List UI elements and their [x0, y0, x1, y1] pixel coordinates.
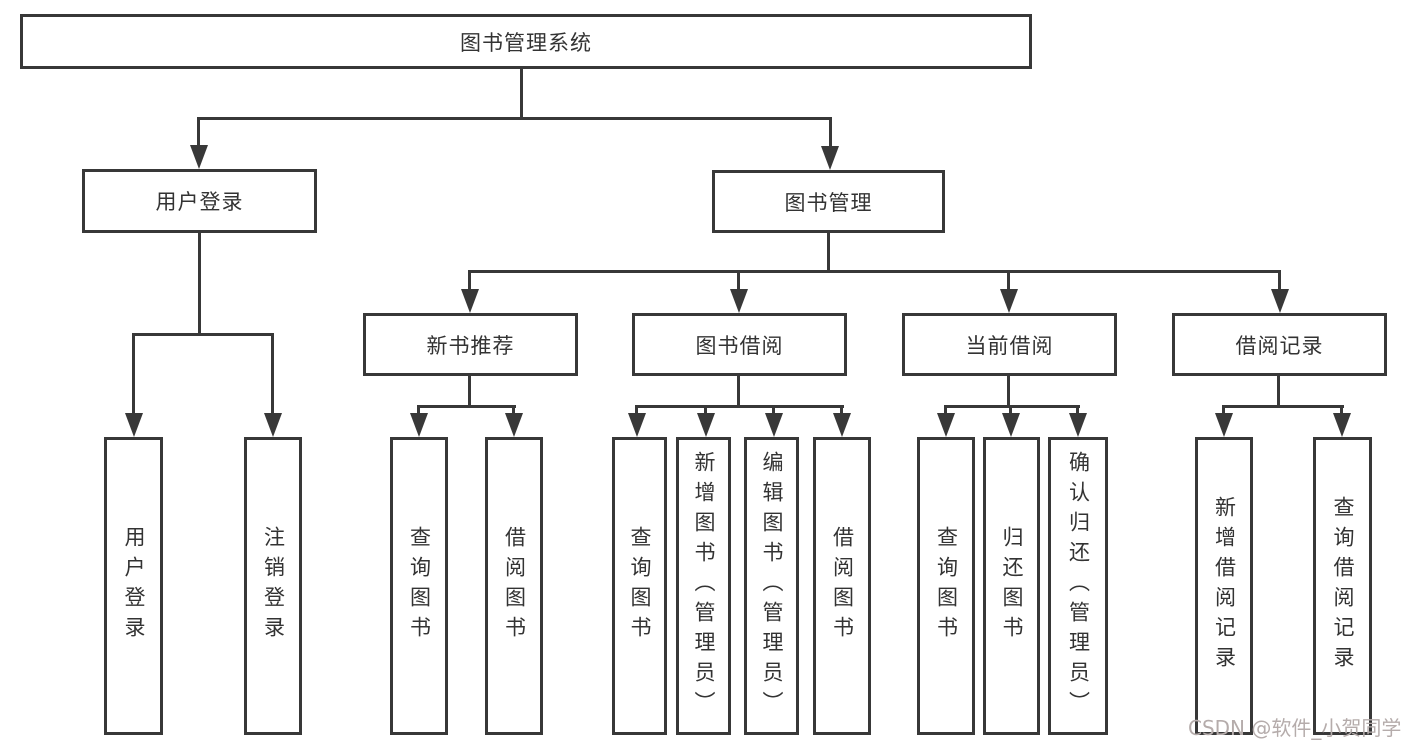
connector-line	[1007, 376, 1010, 407]
node-new-book-recommendation: 新书推荐	[363, 313, 578, 376]
leaf-label: 用户登录	[122, 526, 146, 646]
connector-line	[271, 333, 274, 415]
leaf-label: 注销登录	[261, 526, 286, 646]
arrow-down-icon	[765, 413, 783, 437]
connector-line	[520, 68, 523, 118]
connector-line	[417, 405, 516, 408]
connector-line	[1009, 405, 1012, 419]
leaf-current-confirm-return-admin: 确认归还（管理员）	[1048, 437, 1108, 735]
connector-line	[840, 405, 843, 419]
connector-line	[417, 405, 420, 419]
connector-line	[1340, 405, 1343, 419]
leaf-label: 归还图书	[1000, 526, 1024, 646]
node-label: 当前借阅	[965, 333, 1054, 358]
node-current-borrowing: 当前借阅	[902, 313, 1117, 376]
leaf-label: 借阅图书	[830, 526, 855, 646]
leaf-label: 查询图书	[407, 526, 432, 646]
leaf-label: 查询借阅记录	[1331, 496, 1355, 676]
connector-line	[635, 405, 638, 419]
csdn-watermark: CSDN @软件_小贺同学	[1188, 716, 1402, 740]
node-user-login: 用户登录	[82, 169, 317, 233]
arrow-down-icon	[1002, 413, 1020, 437]
connector-line	[635, 405, 844, 408]
connector-line	[737, 376, 740, 407]
connector-line	[197, 117, 832, 120]
node-book-management: 图书管理	[712, 170, 945, 233]
arrow-down-icon	[628, 413, 646, 437]
node-label: 图书借阅	[695, 333, 784, 358]
connector-line	[944, 405, 1080, 408]
connector-line	[468, 376, 471, 407]
node-label: 借阅记录	[1235, 333, 1324, 358]
arrow-down-icon	[1333, 413, 1351, 437]
arrow-down-icon	[190, 145, 208, 169]
arrow-down-icon	[410, 413, 428, 437]
connector-line	[944, 405, 947, 419]
connector-line	[512, 405, 515, 419]
leaf-borrow-edit-books-admin: 编辑图书（管理员）	[744, 437, 799, 735]
connector-line	[1222, 405, 1344, 408]
connector-line	[827, 233, 830, 272]
leaf-borrow-add-books-admin: 新增图书（管理员）	[676, 437, 731, 735]
node-book-borrowing: 图书借阅	[632, 313, 847, 376]
leaf-borrow-borrow-books: 借阅图书	[813, 437, 871, 735]
node-library-management-system: 图书管理系统	[20, 14, 1032, 69]
node-label: 用户登录	[155, 190, 244, 214]
arrow-down-icon	[697, 413, 715, 437]
connector-line	[772, 405, 775, 419]
arrow-down-icon	[937, 413, 955, 437]
connector-line	[1278, 270, 1281, 292]
connector-line	[468, 270, 471, 292]
connector-line	[132, 333, 274, 336]
connector-line	[1222, 405, 1225, 419]
leaf-label: 编辑图书（管理员）	[760, 451, 784, 721]
connector-line	[704, 405, 707, 419]
leaf-current-return-books: 归还图书	[983, 437, 1040, 735]
node-label: 图书管理	[784, 190, 873, 215]
leaf-current-query-books: 查询图书	[917, 437, 975, 735]
arrow-down-icon	[505, 413, 523, 437]
leaf-label: 新增借阅记录	[1212, 496, 1237, 676]
connector-line	[1007, 270, 1010, 292]
arrow-down-icon	[1271, 289, 1289, 313]
arrow-down-icon	[125, 413, 143, 437]
arrow-down-icon	[1000, 289, 1018, 313]
leaf-label: 借阅图书	[502, 526, 527, 646]
node-label: 图书管理系统	[460, 30, 592, 55]
leaf-label: 查询图书	[628, 526, 652, 646]
leaf-newbook-query-books: 查询图书	[390, 437, 448, 735]
arrow-down-icon	[1215, 413, 1233, 437]
leaf-newbook-borrow-books: 借阅图书	[485, 437, 543, 735]
arrow-down-icon	[821, 146, 839, 170]
node-borrowing-records: 借阅记录	[1172, 313, 1387, 376]
arrow-down-icon	[1069, 413, 1087, 437]
connector-line	[197, 117, 200, 151]
arrow-down-icon	[730, 289, 748, 313]
connector-line	[1277, 376, 1280, 407]
connector-line	[132, 333, 135, 415]
leaf-label: 新增图书（管理员）	[692, 451, 716, 721]
connector-line	[468, 270, 1281, 273]
node-label: 新书推荐	[426, 333, 515, 358]
arrow-down-icon	[461, 289, 479, 313]
leaf-records-query-borrow-record: 查询借阅记录	[1313, 437, 1372, 735]
arrow-down-icon	[264, 413, 282, 437]
leaf-borrow-query-books: 查询图书	[612, 437, 667, 735]
leaf-logout: 注销登录	[244, 437, 302, 735]
leaf-user-login: 用户登录	[104, 437, 163, 735]
connector-line	[829, 117, 832, 151]
arrow-down-icon	[833, 413, 851, 437]
leaf-label: 确认归还（管理员）	[1066, 451, 1091, 721]
connector-line	[198, 233, 201, 335]
leaf-label: 查询图书	[934, 526, 959, 646]
connector-line	[737, 270, 740, 292]
connector-line	[1076, 405, 1079, 419]
leaf-records-add-borrow-record: 新增借阅记录	[1195, 437, 1253, 735]
